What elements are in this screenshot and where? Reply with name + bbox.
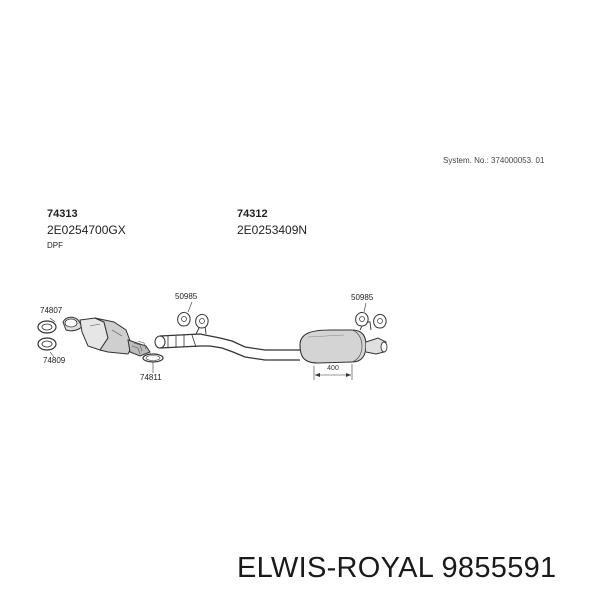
callout-50985-right: 50985: [351, 293, 374, 302]
gasket-74809: [37, 337, 57, 351]
gasket-74807: [37, 320, 57, 334]
part-number-74312: 74312: [237, 208, 268, 220]
part-code-2E0254700GX: 2E0254700GX: [47, 223, 126, 237]
part-code-2E0253409N: 2E0253409N: [237, 223, 308, 237]
dimension-label: 400: [327, 365, 339, 372]
callout-74811: 74811: [140, 373, 162, 382]
part-number-74313: 74313: [47, 208, 78, 220]
callout-74809: 74809: [43, 356, 66, 365]
callout-50985-left: 50985: [175, 292, 198, 301]
rubber-mount-50985-right: [355, 311, 387, 329]
dpf-catalyst: [62, 316, 151, 357]
dimension-line: 400: [313, 364, 353, 380]
part-note-dpf: DPF: [47, 241, 63, 250]
footer-brand: ELWIS-ROYAL 9855591: [237, 552, 557, 584]
callout-74807: 74807: [40, 306, 63, 315]
rubber-mount-50985-left: [177, 311, 209, 329]
system-number: System. No.: 374000053. 01: [443, 156, 545, 165]
exhaust-pipe-74312: [154, 321, 388, 364]
clamp-74811: [142, 353, 164, 363]
